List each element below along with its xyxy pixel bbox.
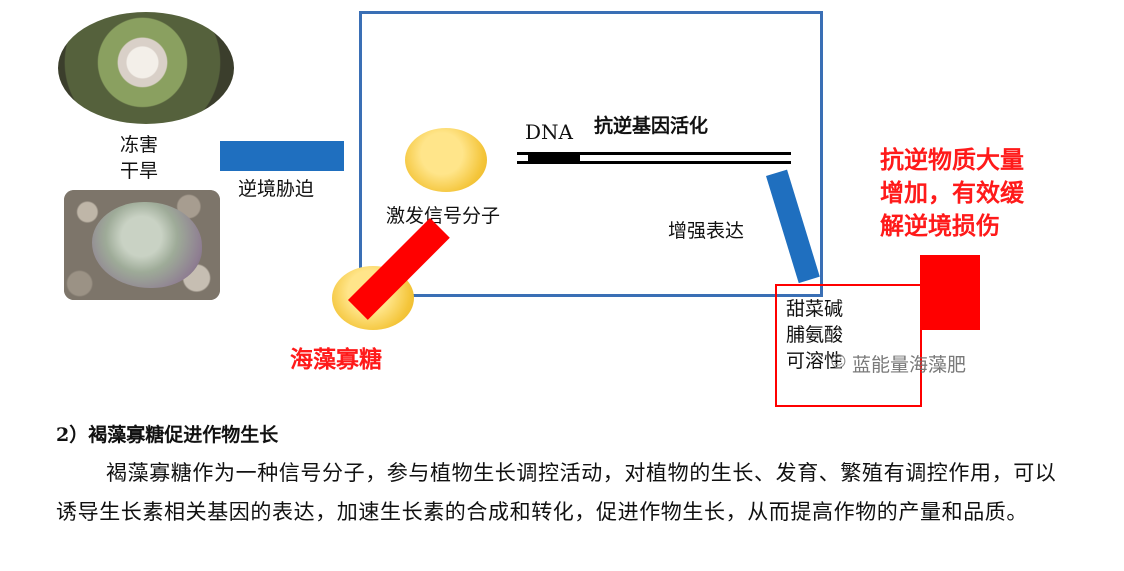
product-proline: 脯氨酸 <box>786 324 844 346</box>
products-box <box>775 284 922 407</box>
product-soluble: 可溶性 <box>786 350 844 372</box>
frost-damaged-fruit-photo <box>64 190 220 300</box>
products-list: 甜菜碱 脯氨酸 可溶性 <box>786 296 843 374</box>
apple-blossom-photo <box>58 12 234 124</box>
enhanced-expression-label: 增强表达 <box>668 220 745 242</box>
section-heading: 2）褐藻寡糖促进作物生长 <box>56 424 279 446</box>
product-betaine: 甜菜碱 <box>786 298 844 320</box>
signal-molecule-label: 激发信号分子 <box>386 205 501 227</box>
effect-label: 抗逆物质大量 增加，有效缓 解逆境损伤 <box>880 144 1024 243</box>
frost-drought-label: 冻害 干旱 <box>120 132 158 184</box>
dna-label: DNA <box>525 120 573 144</box>
section-paragraph: 褐藻寡糖作为一种信号分子，参与植物生长调控活动，对植物的生长、发育、繁殖有调控作… <box>56 461 1057 524</box>
effect-line-2: 增加，有效缓 <box>880 179 1024 207</box>
stress-arrow-bar <box>220 141 344 171</box>
oligosaccharide-label: 海藻寡糖 <box>290 347 382 373</box>
damaged-apple <box>92 202 202 288</box>
frost-label: 冻害 <box>120 134 159 156</box>
signal-molecule-ellipse <box>405 128 487 192</box>
effect-line-1: 抗逆物质大量 <box>880 146 1024 174</box>
dna-strand-bottom <box>517 161 791 164</box>
dna-gene-segment <box>528 155 580 161</box>
gene-activation-label: 抗逆基因活化 <box>594 115 709 137</box>
effect-arrow-block <box>920 255 980 330</box>
dna-strand-top <box>517 152 791 155</box>
drought-label: 干旱 <box>120 160 159 182</box>
stress-label: 逆境胁迫 <box>238 178 315 200</box>
wechat-icon: ☺ <box>830 352 847 371</box>
cell-boundary-box <box>359 11 823 297</box>
watermark: 蓝能量海藻肥 <box>852 354 967 376</box>
effect-line-3: 解逆境损伤 <box>880 212 1000 240</box>
